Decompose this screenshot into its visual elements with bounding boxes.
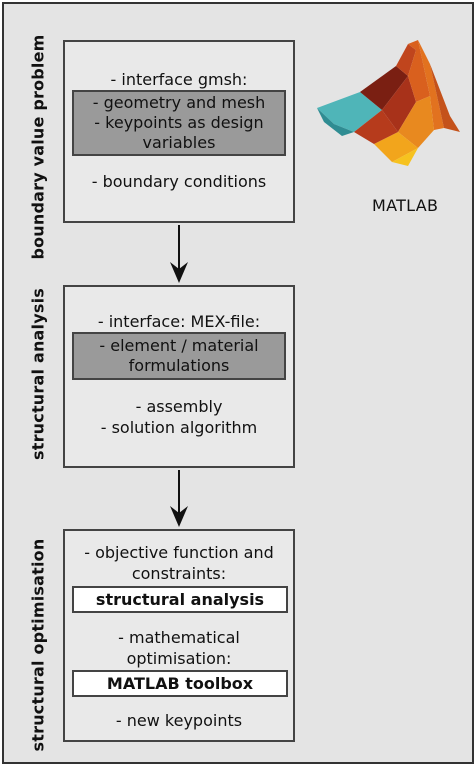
constraints-text: constraints: bbox=[131, 564, 227, 583]
mex-highlight-box: - element / material formulations bbox=[72, 332, 286, 380]
assembly-text: - assembly bbox=[135, 397, 223, 416]
mathematical-text: - mathematical bbox=[118, 628, 240, 647]
objective-function-text: - objective function and bbox=[84, 543, 274, 562]
matlab-toolbox-box: MATLAB toolbox bbox=[72, 670, 288, 697]
optimisation-text: optimisation: bbox=[126, 649, 232, 668]
geometry-mesh-text: - geometry and mesh bbox=[92, 93, 266, 112]
arrow-stage1-to-stage2 bbox=[170, 225, 188, 283]
variables-text: variables bbox=[142, 133, 216, 152]
matlab-caption: MATLAB bbox=[372, 196, 439, 215]
stage-structural-analysis: - interface: MEX-file: - element / mater… bbox=[63, 285, 295, 468]
interface-mex-heading: - interface: MEX-file: bbox=[97, 312, 261, 331]
solution-algorithm-text: - solution algorithm bbox=[100, 418, 258, 437]
element-material-text: - element / material bbox=[99, 336, 259, 355]
boundary-conditions-text: - boundary conditions bbox=[91, 172, 267, 191]
structural-analysis-box: structural analysis bbox=[72, 586, 288, 613]
formulations-text: formulations bbox=[128, 356, 230, 375]
matlab-toolbox-box-label: MATLAB toolbox bbox=[106, 674, 254, 693]
new-keypoints-text: - new keypoints bbox=[115, 711, 243, 730]
arrow-stage2-to-stage3 bbox=[170, 470, 188, 527]
interface-gmsh-heading: - interface gmsh: bbox=[110, 70, 248, 89]
stage-structural-optimisation: - objective function and constraints: st… bbox=[63, 529, 295, 742]
gmsh-highlight-box: - geometry and mesh - keypoints as desig… bbox=[72, 90, 286, 156]
matlab-logo-icon bbox=[317, 40, 460, 166]
keypoints-design-text: - keypoints as design bbox=[94, 113, 264, 132]
structural-analysis-box-label: structural analysis bbox=[95, 590, 265, 609]
stage-boundary-value-problem: - interface gmsh: - geometry and mesh - … bbox=[63, 40, 295, 223]
